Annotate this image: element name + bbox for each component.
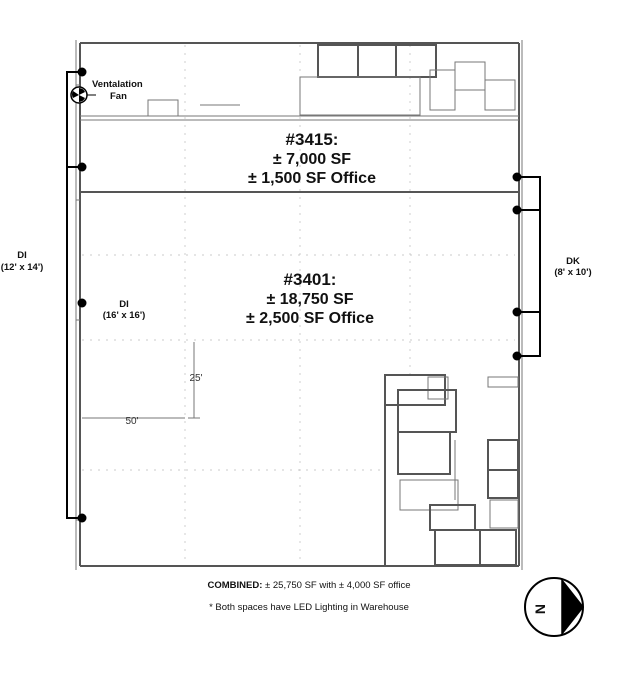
dk-right-bracket	[512, 172, 541, 361]
di-inner-label-line1: DI	[119, 299, 129, 310]
door-dot	[77, 513, 87, 523]
door-dot	[77, 298, 87, 308]
north-arrow-icon: N	[524, 577, 584, 637]
unit-3401-title: #3401:	[284, 270, 337, 289]
dk-label-line1: DK	[566, 256, 580, 267]
column-grid	[82, 45, 515, 565]
unit-3401-office: ± 2,500 SF Office	[246, 310, 374, 327]
combined-text: ± 25,750 SF with ± 4,000 SF office	[265, 580, 411, 591]
di-inner-label-line2: (16' x 16')	[103, 310, 146, 321]
lighting-note: * Both spaces have LED Lighting in Wareh…	[209, 602, 409, 613]
fan-label-line2: Fan	[110, 91, 127, 102]
di-left-label-line2: (12' x 14')	[1, 262, 44, 273]
door-dot	[77, 162, 87, 172]
dock-dot	[512, 205, 522, 215]
unit-3401-warehouse: ± 18,750 SF	[266, 291, 353, 308]
dimension-50-label: 50'	[125, 416, 138, 427]
door-dot	[77, 67, 87, 77]
unit-3415-warehouse: ± 7,000 SF	[273, 151, 351, 168]
offices-3401	[384, 374, 519, 566]
di-left-bracket	[66, 67, 87, 523]
dimension-25-label: 25'	[189, 373, 202, 384]
dock-dot	[512, 172, 522, 182]
dock-dot	[512, 351, 522, 361]
dimension-25	[188, 342, 200, 419]
ventilation-fan-icon	[70, 86, 96, 104]
north-letter: N	[532, 604, 548, 614]
offices-3415	[147, 44, 516, 117]
fan-label-line1: Ventalation	[92, 79, 143, 90]
dk-label-line2: (8' x 10')	[554, 267, 591, 278]
di-left-label-line1: DI	[17, 250, 27, 261]
combined-summary: COMBINED: ± 25,750 SF with ± 4,000 SF of…	[0, 580, 618, 591]
unit-3415-title: #3415:	[286, 130, 339, 149]
dock-dot	[512, 307, 522, 317]
unit-3415-office: ± 1,500 SF Office	[248, 170, 376, 187]
combined-label: COMBINED:	[207, 580, 263, 591]
